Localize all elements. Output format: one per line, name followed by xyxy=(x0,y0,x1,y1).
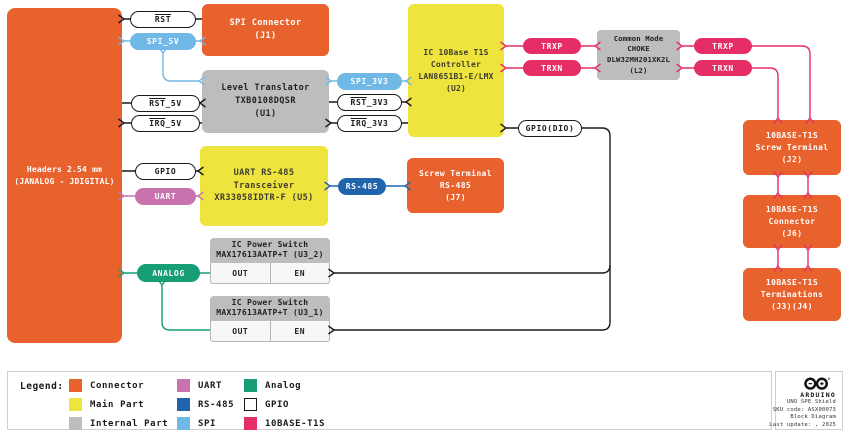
signal-pill-trxp-left: TRXP xyxy=(523,38,581,54)
10base-t1s-swatch xyxy=(244,417,257,430)
u3-1-pins: OUT EN xyxy=(210,320,330,342)
signal-pill-gpio-dio: GPIO(DIO) xyxy=(518,120,582,137)
last-update-line: Last update: , 2025 xyxy=(769,421,836,428)
block-headers-label: Headers 2.54 mm (JANALOG - JDIGITAL) xyxy=(14,164,115,186)
block-ic-power-switch-u3-2: IC Power Switch MAX17613AATP+T (U3_2) OU… xyxy=(210,238,330,284)
block-u3-2-header: IC Power Switch MAX17613AATP+T (U3_2) xyxy=(210,238,330,263)
block-t1s-connector-j6: 10BASE-T1S Connector (J6) xyxy=(743,195,841,248)
legend-item-analog: Analog xyxy=(244,379,301,392)
legend-item-internal-part: Internal Part xyxy=(69,417,168,430)
block-u2-label: IC 10Base T1S Controller LAN8651B1-E/LMX… xyxy=(418,47,494,93)
signal-pill-irq-3v3: IRQ_3V3 xyxy=(337,115,402,132)
gpio-swatch xyxy=(244,398,257,411)
block-j34-label: 10BASE-T1S Terminations (J3)(J4) xyxy=(760,277,824,311)
signal-pill-rst: RST xyxy=(130,11,196,28)
block-t1s-screw-terminal-j2: 10BASE-T1S Screw Terminal (J2) xyxy=(743,120,841,175)
legend-item-uart: UART xyxy=(177,379,222,392)
internal-part-swatch xyxy=(69,417,82,430)
signal-pill-trxn-right: TRXN xyxy=(694,60,752,76)
doc-title-line: UNO SPE Shield xyxy=(786,399,836,406)
block-spi-connector-j1: SPI Connector (J1) xyxy=(202,4,329,56)
rs485-swatch xyxy=(177,398,190,411)
block-u1-label: Level Translator TXB0108DQSR (U1) xyxy=(221,83,310,119)
spi-5v-label: SPI_5V xyxy=(146,37,180,46)
block-level-translator-u1: Level Translator TXB0108DQSR (U1) xyxy=(202,70,329,133)
u3-1-out-cell: OUT xyxy=(232,326,249,336)
block-ic-power-switch-u3-1: IC Power Switch MAX17613AATP+T (U3_1) OU… xyxy=(210,296,330,342)
signal-pill-spi-5v: SPI_5V xyxy=(130,33,196,50)
signal-pill-uart: UART xyxy=(135,188,196,205)
legend-item-main-part: Main Part xyxy=(69,398,144,411)
signal-pill-trxn-left: TRXN xyxy=(523,60,581,76)
main-part-swatch xyxy=(69,398,82,411)
title-block: ARDUINO UNO SPE Shield SKU code: ASX0007… xyxy=(769,371,843,430)
block-uart-rs485-transceiver-u5: UART RS-485 Transceiver XR33058IDTR-F (U… xyxy=(200,146,328,226)
signal-pill-analog: ANALOG xyxy=(137,264,200,282)
block-common-mode-choke-l2: Common Mode CHOKE DLW32MH201XK2L (L2) xyxy=(597,30,680,80)
legend-item-spi: SPI xyxy=(177,417,216,430)
legend-item-rs485: RS-485 xyxy=(177,398,234,411)
uart-swatch xyxy=(177,379,190,392)
block-j2-label: 10BASE-T1S Screw Terminal (J2) xyxy=(755,130,829,164)
block-screw-terminal-rs485-j7: Screw Terminal RS-485 (J7) xyxy=(407,158,504,213)
brand-name: ARDUINO xyxy=(800,391,836,400)
sku-line: SKU code: ASX00073 xyxy=(772,406,836,413)
block-u3-1-header: IC Power Switch MAX17613AATP+T (U3_1) xyxy=(210,296,330,321)
block-headers: Headers 2.54 mm (JANALOG - JDIGITAL) xyxy=(7,8,122,343)
signal-pill-spi-3v3: SPI_3V3 xyxy=(337,73,402,90)
signal-pill-gpio: GPIO xyxy=(135,163,196,180)
u3-2-out-cell: OUT xyxy=(232,268,249,278)
arduino-logo-icon xyxy=(804,377,831,390)
u3-2-en-cell: EN xyxy=(269,262,330,283)
block-j6-label: 10BASE-T1S Connector (J6) xyxy=(765,204,819,238)
signal-pill-rst-5v: RST_5V xyxy=(131,95,200,112)
block-j1-label: SPI Connector (J1) xyxy=(229,18,302,41)
signal-pill-rst-3v3: RST_3V3 xyxy=(337,94,402,111)
block-j7-label: Screw Terminal RS-485 (J7) xyxy=(418,168,493,202)
block-t1s-terminations-j3-j4: 10BASE-T1S Terminations (J3)(J4) xyxy=(743,268,841,321)
legend-item-10base-t1s: 10BASE-T1S xyxy=(244,417,325,430)
u3-2-pins: OUT EN xyxy=(210,262,330,284)
u3-1-en-cell: EN xyxy=(269,320,330,341)
analog-swatch xyxy=(244,379,257,392)
signal-pill-irq-5v: IRQ_5V xyxy=(131,115,200,132)
legend: Legend: Connector Main Part Internal Par… xyxy=(7,371,772,430)
signal-pill-rs485: RS-485 xyxy=(338,178,386,195)
rst-label: RST xyxy=(154,15,172,24)
block-u5-label: UART RS-485 Transceiver XR33058IDTR-F (U… xyxy=(214,167,314,204)
legend-title: Legend: xyxy=(20,381,64,392)
legend-item-connector: Connector xyxy=(69,379,144,392)
block-t1s-controller-u2: IC 10Base T1S Controller LAN8651B1-E/LMX… xyxy=(408,4,504,137)
legend-item-gpio: GPIO xyxy=(244,398,289,411)
block-l2-label: Common Mode CHOKE DLW32MH201XK2L (L2) xyxy=(607,33,670,75)
connector-swatch xyxy=(69,379,82,392)
signal-pill-trxp-right: TRXP xyxy=(694,38,752,54)
spi-swatch xyxy=(177,417,190,430)
doc-type-line: Block Diagram xyxy=(790,414,836,421)
